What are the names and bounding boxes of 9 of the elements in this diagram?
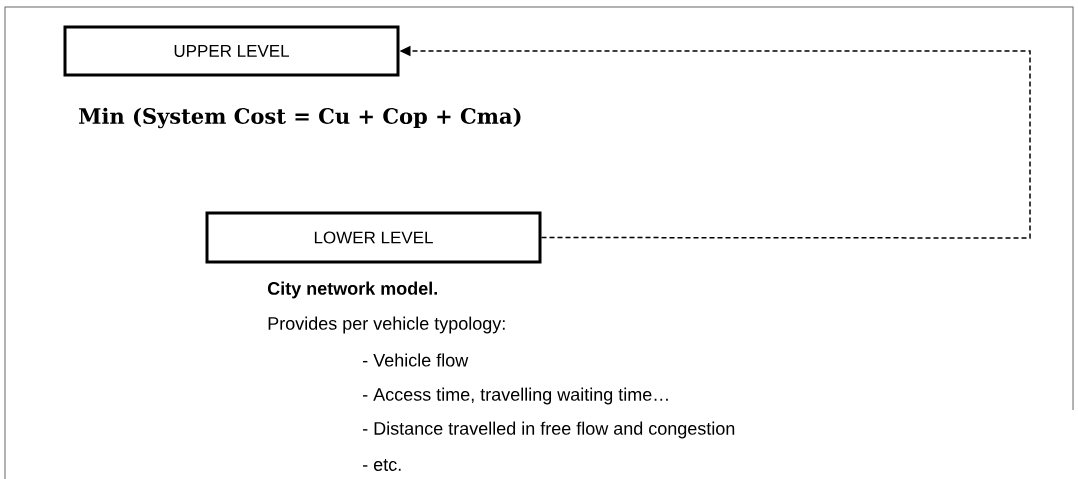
- description-text: Provides per vehicle typology:: [268, 316, 505, 334]
- level-box: LOWER LEVEL: [205, 211, 542, 264]
- description-text: - Distance travelled in free flow and congestion: [363, 421, 735, 439]
- description-text: - etc.: [363, 459, 401, 471]
- level-box: UPPER LEVEL: [63, 25, 400, 77]
- objective-formula: Min (System Cost = Cu + Cop + Cma): [79, 107, 521, 129]
- description-text: - Vehicle flow: [363, 353, 469, 367]
- description-text: - Access time, travelling waiting time…: [363, 387, 668, 405]
- model-heading: City network model.: [267, 281, 437, 299]
